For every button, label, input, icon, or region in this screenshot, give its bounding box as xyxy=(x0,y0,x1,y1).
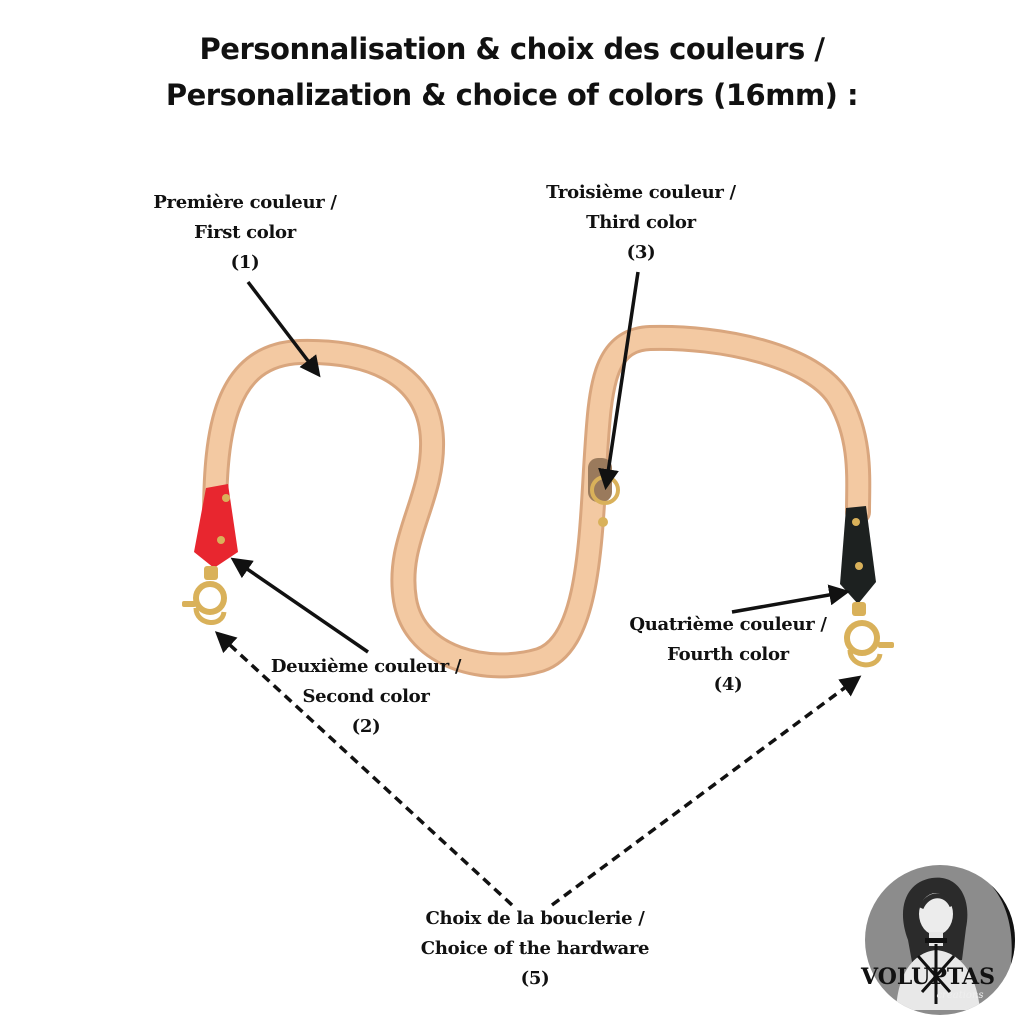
callout-hardware-fr: Choix de la bouclerie / xyxy=(425,908,645,929)
callout-first-color-num: (1) xyxy=(230,252,260,273)
arrow-hardware-left xyxy=(214,631,514,907)
callout-hardware-num: (5) xyxy=(520,968,550,989)
strap-fill xyxy=(205,327,869,676)
callout-first-color-en: First color xyxy=(194,222,296,243)
rivet-icon xyxy=(217,536,225,544)
callout-fourth-color-fr: Quatrième couleur / xyxy=(629,614,827,635)
logo-wordmark: VOLUPTAS xyxy=(860,964,995,990)
left-snap-hook-icon xyxy=(182,566,227,625)
fourth-color-end xyxy=(840,506,876,604)
red-leather-end xyxy=(194,484,238,568)
callout-second-color-fr: Deuxième couleur / xyxy=(270,656,462,677)
callout-third-color-num: (3) xyxy=(626,242,656,263)
callout-fourth-color: Quatrième couleur / Fourth color (4) xyxy=(629,610,827,700)
woman-portrait-icon xyxy=(896,877,980,1010)
black-leather-end xyxy=(840,506,876,604)
right-snap-hook-icon xyxy=(844,602,894,668)
callout-first-color: Première couleur / First color (1) xyxy=(153,188,337,278)
arrow-fourth-color xyxy=(731,584,851,614)
callout-fourth-color-num: (4) xyxy=(713,674,743,695)
callout-second-color: Deuxième couleur / Second color (2) xyxy=(270,652,462,742)
arrow-second-color xyxy=(230,557,369,654)
logo-subtitle: creations xyxy=(936,990,983,1001)
callout-hardware: Choix de la bouclerie / Choice of the ha… xyxy=(420,904,650,994)
callout-third-color-en: Third color xyxy=(586,212,696,233)
rivet-icon xyxy=(222,494,230,502)
callout-second-color-en: Second color xyxy=(302,686,430,707)
title-line-fr: Personnalisation & choix des couleurs / xyxy=(199,32,825,66)
callout-second-color-num: (2) xyxy=(351,716,381,737)
leash-strap xyxy=(202,324,872,679)
callout-first-color-fr: Première couleur / xyxy=(153,192,337,213)
callout-third-color: Troisième couleur / Third color (3) xyxy=(546,178,736,268)
logo-swoosh xyxy=(960,866,1015,1015)
title-line-en: Personalization & choice of colors (16mm… xyxy=(165,78,859,112)
rivet-icon xyxy=(855,562,863,570)
callout-hardware-en: Choice of the hardware xyxy=(420,938,650,959)
arrow-third-color xyxy=(598,271,640,491)
callout-third-color-fr: Troisième couleur / xyxy=(546,182,736,203)
first-color-end xyxy=(194,484,238,568)
arrow-hardware-right xyxy=(550,675,862,907)
callout-arrows xyxy=(214,271,862,907)
page-title: Personnalisation & choix des couleurs / … xyxy=(0,26,1024,118)
rivet-icon xyxy=(598,517,608,527)
callout-fourth-color-en: Fourth color xyxy=(667,644,789,665)
rivet-icon xyxy=(852,518,860,526)
brand-logo: VOLUPTAS creations xyxy=(860,865,1015,1015)
arrow-first-color xyxy=(246,280,321,378)
